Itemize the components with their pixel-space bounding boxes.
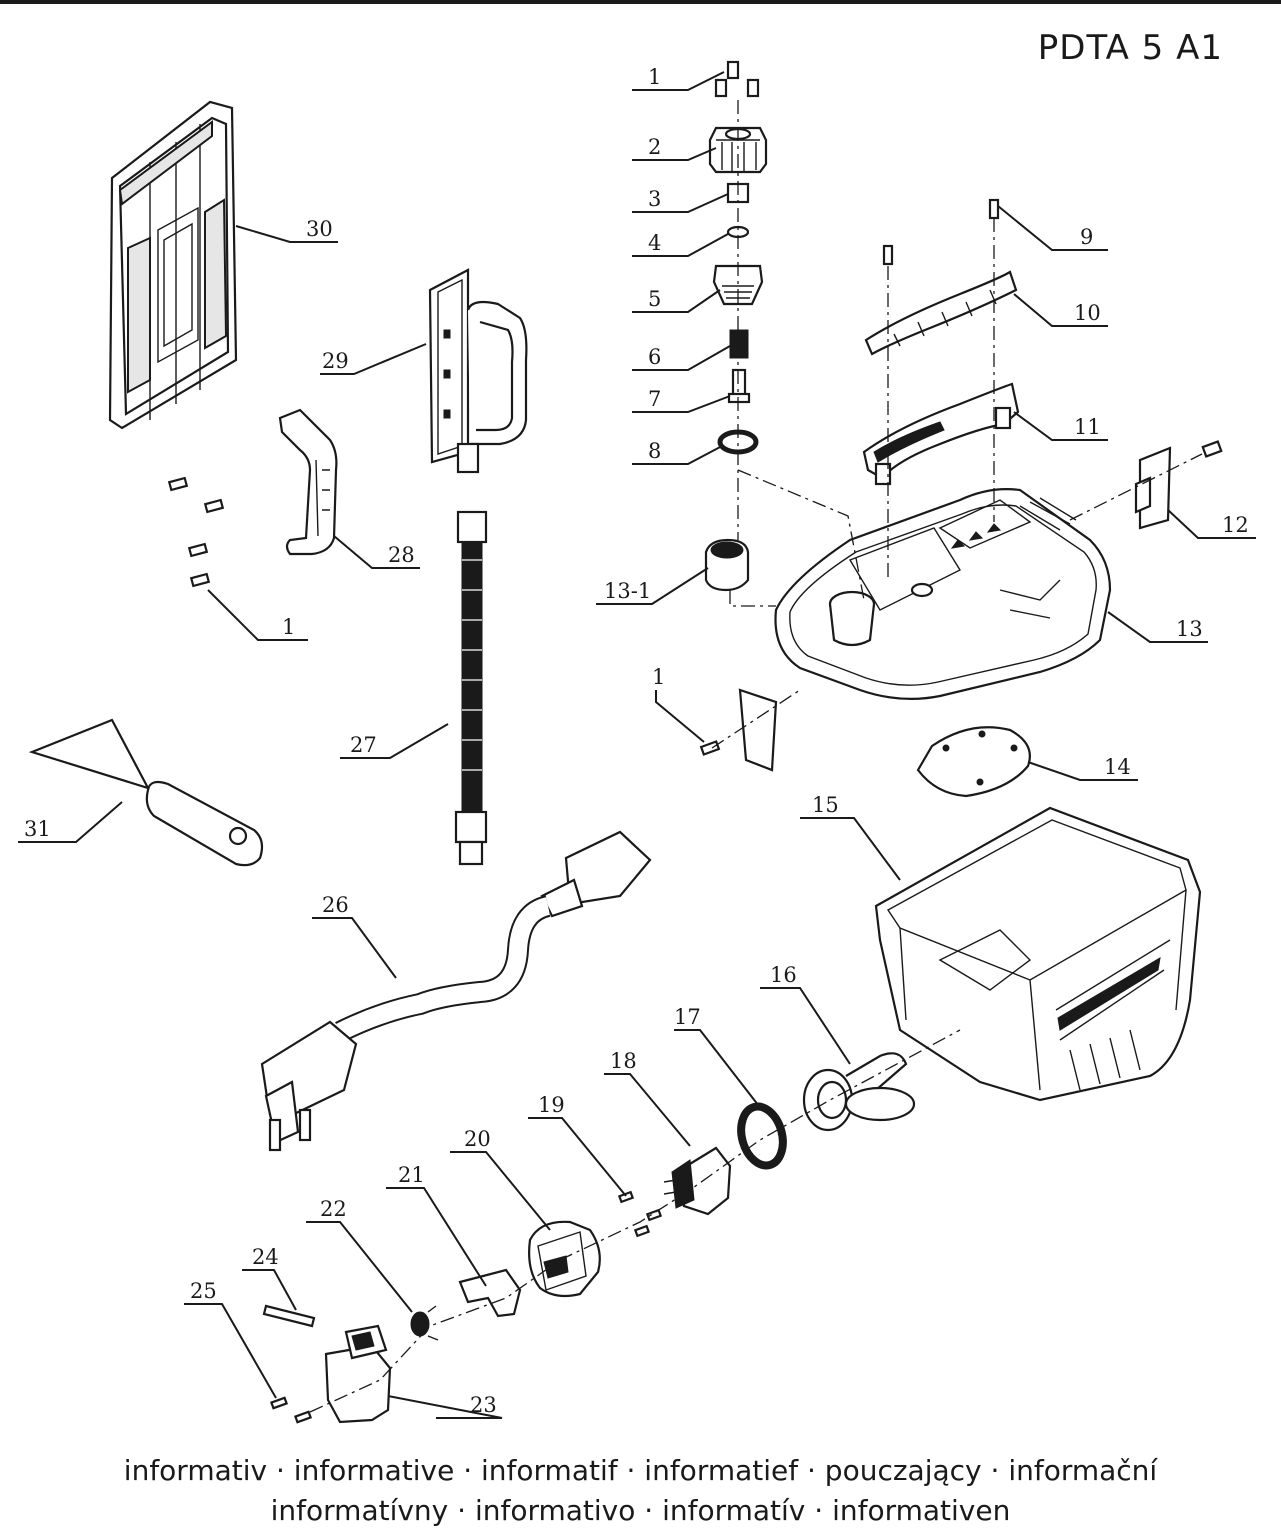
- callout-1-top: 1: [648, 65, 661, 89]
- callout-9: 9: [1080, 225, 1093, 249]
- callout-20: 20: [464, 1127, 491, 1151]
- part-27-hose: [454, 510, 488, 866]
- callout-7: 7: [648, 387, 661, 411]
- part-28-handle-bar: [278, 408, 338, 556]
- callout-30: 30: [306, 217, 333, 241]
- callout-13-1: 13-1: [604, 579, 651, 603]
- callout-15: 15: [812, 793, 839, 817]
- callout-26: 26: [322, 893, 349, 917]
- callout-1-left: 1: [282, 615, 295, 639]
- callout-17: 17: [674, 1005, 701, 1029]
- callout-18: 18: [610, 1049, 637, 1073]
- part-20-switch-housing: [528, 1220, 601, 1298]
- part-18-motor: [663, 1146, 732, 1216]
- part-25-screws: [269, 1396, 313, 1424]
- part-6-spring: [729, 329, 749, 359]
- callout-13: 13: [1176, 617, 1203, 641]
- model-name: PDTA 5 A1: [1037, 28, 1223, 68]
- part-24-pin: [262, 1304, 316, 1328]
- part-12-clip: [1134, 440, 1223, 530]
- callout-3: 3: [648, 187, 661, 211]
- part-14-gasket: [916, 726, 1031, 798]
- leader-lines: [18, 71, 1256, 1419]
- callout-2: 2: [648, 135, 661, 159]
- callout-4: 4: [648, 231, 661, 255]
- part-31-scraper: [28, 718, 264, 867]
- callout-6: 6: [648, 345, 661, 369]
- assembly-axes: [309, 100, 1203, 1413]
- callout-14: 14: [1104, 755, 1131, 779]
- part-11-handle-base: [862, 382, 1020, 486]
- callout-23: 23: [470, 1393, 497, 1417]
- part-21-bracket: [458, 1268, 522, 1318]
- callout-31: 31: [24, 817, 51, 841]
- callout-28: 28: [388, 543, 415, 567]
- part-26-power-cable: [260, 830, 652, 1152]
- part-30-holder-plate: [108, 100, 238, 430]
- footer-line-2: informatívny · informativo · informatív …: [270, 1494, 1011, 1527]
- callout-10: 10: [1074, 301, 1101, 325]
- callout-11: 11: [1074, 415, 1101, 439]
- part-1-screws-left: [167, 476, 225, 588]
- callout-29: 29: [322, 349, 349, 373]
- part-10-handle-top: [864, 270, 1018, 356]
- part-23-cover-flap: [324, 1324, 392, 1424]
- footer-line-1: informativ · informative · informatif · …: [123, 1454, 1158, 1487]
- part-lid-bracket: [699, 688, 778, 772]
- part-19-screws: [617, 1190, 663, 1238]
- part-22-spring: [410, 1305, 439, 1341]
- top-border: [0, 0, 1281, 4]
- part-15-container: [874, 806, 1202, 1102]
- callout-16: 16: [770, 963, 797, 987]
- callout-19: 19: [538, 1093, 565, 1117]
- callout-1-lid: 1: [652, 665, 665, 689]
- callout-24: 24: [252, 1245, 279, 1269]
- exploded-parts-diagram: 1 2 3 4 5 6 7 8 9 10 11 12 13-1 13 1 14 …: [18, 60, 1256, 1424]
- callout-22: 22: [320, 1197, 347, 1221]
- callout-21: 21: [398, 1163, 425, 1187]
- part-29-suction-tool: [428, 268, 528, 474]
- part-17-ring: [737, 1102, 787, 1170]
- callout-25: 25: [190, 1279, 217, 1303]
- part-13-1-filter-cup: [704, 538, 750, 592]
- part-1-screws-top: [714, 60, 760, 98]
- part-16-inlet-socket: [802, 1052, 916, 1132]
- part-13-lid: [774, 488, 1112, 700]
- callout-labels: 1 2 3 4 5 6 7 8 9 10 11 12 13-1 13 1 14 …: [24, 65, 1249, 1417]
- part-7-valve-pin: [727, 368, 751, 404]
- callout-8: 8: [648, 439, 661, 463]
- part-9-screws: [882, 198, 1000, 266]
- callout-12: 12: [1222, 513, 1249, 537]
- callout-5: 5: [648, 287, 661, 311]
- callout-27: 27: [350, 733, 377, 757]
